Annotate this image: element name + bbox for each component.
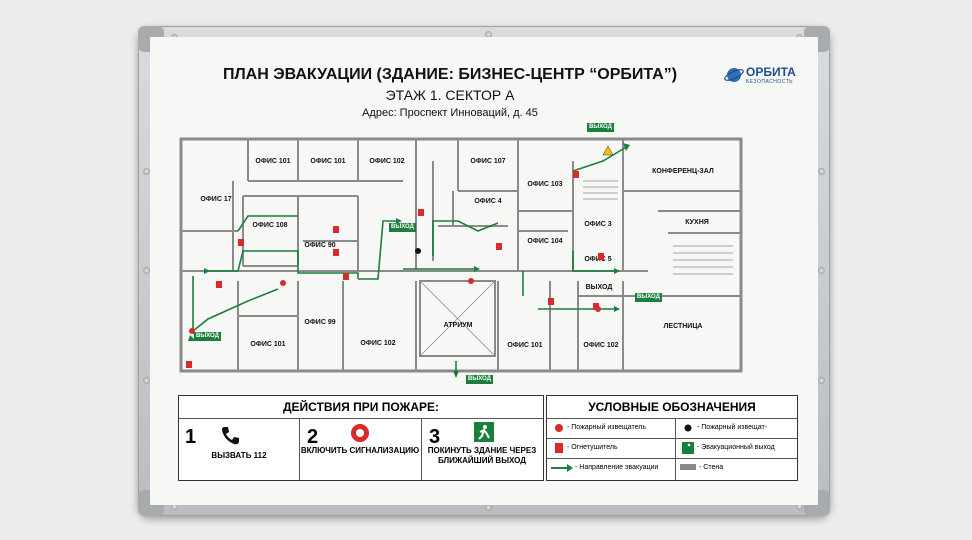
divider — [675, 418, 676, 480]
fire-alarm-icon — [555, 424, 563, 432]
room-label: ЛЕСТНИЦА — [664, 323, 703, 330]
legend-heading: УСЛОВНЫЕ ОБОЗНАЧЕНИЯ — [588, 400, 756, 414]
screw — [171, 503, 178, 510]
screw — [143, 377, 150, 384]
exit-sign-top: ВЫХОД — [587, 123, 614, 132]
floor-label: ЭТАЖ 1. СЕКТОР А — [385, 87, 515, 103]
room-label: ОФИС 3 — [584, 221, 611, 228]
legend-text: - Направление эвакуации — [575, 464, 659, 471]
room-label: ОФИС 101 — [250, 341, 285, 348]
room-label: ОФИС 102 — [583, 342, 618, 349]
divider — [547, 438, 797, 439]
phone-icon — [222, 427, 239, 445]
screw — [818, 377, 825, 384]
screw — [143, 267, 150, 274]
step-text: ПОКИНУТЬ ЗДАНИЕ ЧЕРЕЗ БЛИЖАЙШИЙ ВЫХОД — [427, 446, 537, 465]
legend-text: - Эвакуационный выход — [697, 444, 775, 451]
room-label: ОФИС 4 — [474, 198, 501, 205]
wall-swatch-icon — [680, 464, 696, 470]
extinguisher-icon — [186, 171, 604, 368]
extinguisher-icon — [555, 443, 563, 453]
room-label: ОФИС 107 — [470, 158, 505, 165]
screw — [818, 267, 825, 274]
exit-sign-center: ВЫХОД — [389, 223, 416, 232]
floor-plan: ОФИС 101 ОФИС 101 ОФИС 102 ОФИС 107 ОФИС… — [179, 137, 743, 378]
room-label: АТРИУМ — [444, 322, 473, 329]
room-label: ОФИС 99 — [304, 319, 335, 326]
route-arrow-icon — [551, 464, 573, 472]
legend-text: - Пожарный извещат- — [697, 424, 768, 431]
room-label: ОФИС 102 — [360, 340, 395, 347]
screw — [796, 503, 803, 510]
actions-heading: ДЕЙСТВИЯ ПРИ ПОЖАРЕ: — [282, 400, 440, 414]
exit-running-man-icon — [474, 422, 494, 442]
step-text: ВЫЗВАТЬ 112 — [211, 451, 267, 460]
step-number: 2 — [307, 426, 319, 448]
logo-subtitle: БЕЗОПАСНОСТЬ — [746, 79, 794, 85]
divider — [179, 418, 543, 419]
step-text: ВКЛЮЧИТЬ СИГНАЛИЗАЦИЮ — [300, 446, 420, 455]
room-label: ОФИС 102 — [369, 158, 404, 165]
logo-name: ОРБИТА — [746, 65, 796, 79]
exit-sign-bottom: ВЫХОД — [466, 375, 493, 384]
company-logo: ОРБИТА БЕЗОПАСНОСТЬ — [724, 65, 816, 91]
screw — [818, 168, 825, 175]
room-label: ОФИС 103 — [527, 181, 562, 188]
room-label: ОФИС 104 — [527, 238, 562, 245]
room-label: ОФИС 101 — [310, 158, 345, 165]
orbit-logo-icon — [724, 68, 744, 82]
fire-alarm-icon — [189, 278, 601, 334]
evacuation-plan-panel: ПЛАН ЭВАКУАЦИИ (ЗДАНИЕ: БИЗНЕС-ЦЕНТР “ОР… — [150, 37, 818, 505]
fire-actions-box: ДЕЙСТВИЯ ПРИ ПОЖАРЕ: 1 ВЫЗВАТЬ 112 2 ВКЛ… — [178, 395, 544, 481]
room-label: ОФИС 17 — [200, 196, 231, 203]
room-label: ОФИС 101 — [255, 158, 290, 165]
legend-text: - Стена — [699, 464, 724, 471]
exit-running-man-icon — [682, 442, 694, 454]
exit-sign-left: ВЫХОД — [194, 332, 221, 341]
smoke-detector-icon — [684, 424, 692, 432]
plan-title: ПЛАН ЭВАКУАЦИИ (ЗДАНИЕ: БИЗНЕС-ЦЕНТР “ОР… — [222, 66, 678, 83]
room-label: КУХНЯ — [685, 219, 709, 226]
outer-wall — [179, 137, 743, 373]
room-label: ОФИС 90 — [304, 242, 335, 249]
alarm-bell-icon — [351, 424, 369, 442]
evacuation-route — [192, 145, 629, 376]
legend-box: УСЛОВНЫЕ ОБОЗНАЧЕНИЯ - Пожарный извещате… — [546, 395, 798, 481]
step-number: 1 — [185, 426, 197, 448]
divider — [421, 418, 422, 480]
room-label: ОФИС 108 — [252, 222, 287, 229]
screw — [143, 168, 150, 175]
room-label: ОФИС 101 — [507, 342, 542, 349]
screw — [485, 504, 492, 511]
address-label: Адрес: Проспект Инноваций, д. 45 — [362, 107, 538, 119]
warning-icon — [602, 145, 614, 156]
exit-sign-right: ВЫХОД — [635, 293, 662, 302]
step-number: 3 — [429, 426, 441, 448]
legend-text: - Огнетушитель — [567, 444, 618, 451]
screw — [485, 31, 492, 38]
room-label: ВЫХОД — [586, 284, 613, 291]
room-label: КОНФЕРЕНЦ-ЗАЛ — [652, 168, 714, 175]
divider — [547, 418, 797, 419]
legend-text: - Пожарный извещатель — [567, 424, 647, 431]
divider — [299, 418, 300, 480]
divider — [547, 458, 797, 459]
smoke-detector-icon — [415, 248, 421, 254]
